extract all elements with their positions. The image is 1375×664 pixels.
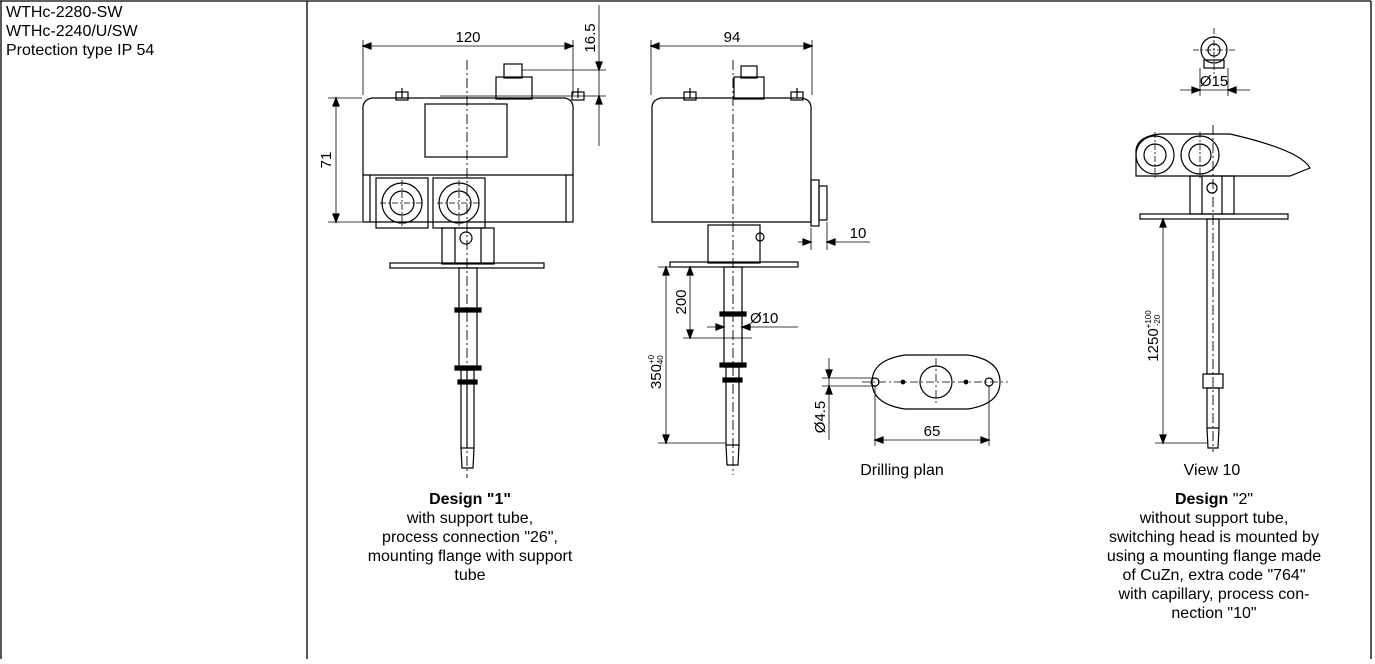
design1-title: Design "1" — [429, 491, 511, 508]
dim-dia-15: Ø15 — [1200, 73, 1228, 90]
design2-title-rest: "2" — [1228, 491, 1254, 508]
design2-line-3: using a mounting flange made — [1106, 548, 1322, 565]
dim-94: 94 — [724, 29, 741, 46]
product-line-1: WTHc-2280-SW — [6, 4, 123, 21]
dim-71: 71 — [318, 152, 335, 169]
dim-10: 10 — [850, 225, 867, 242]
dim-65: 65 — [924, 423, 941, 440]
dim-350: 350+0-40 — [647, 354, 665, 389]
dim-200: 200 — [673, 289, 690, 314]
design2-caption: Design "2" without support tube, switchi… — [1076, 490, 1352, 623]
dim-350-value: 350 — [648, 364, 665, 389]
product-line-3: Protection type IP 54 — [6, 42, 155, 59]
design1-line-2: process connection "26", — [382, 529, 558, 546]
design1-side-view — [649, 40, 870, 475]
dim-1250-tol-lower: -20 — [1153, 314, 1162, 326]
design2-line-6: nection "10" — [1171, 605, 1257, 622]
design1-line-3: mounting flange with support — [367, 548, 573, 565]
design1-line-4: tube — [454, 567, 486, 584]
dimension-labels: 120 16.5 71 94 10 200 Ø10 350+0-40 Ø4.5 … — [318, 23, 1228, 440]
design2-line-1: without support tube, — [1139, 510, 1289, 527]
design2-title-bold: Design — [1174, 491, 1229, 508]
design2-line-4: of CuZn, extra code "764" — [1122, 567, 1306, 584]
dim-dia-10: Ø10 — [750, 310, 778, 327]
design1-front-view — [328, 5, 606, 478]
dim-16-5: 16.5 — [582, 23, 599, 52]
dim-dia-4-5: Ø4.5 — [812, 401, 829, 434]
dim-1250: 1250+100-20 — [1144, 310, 1162, 362]
product-designation: WTHc-2280-SW WTHc-2240/U/SW Protection t… — [6, 3, 154, 60]
dim-1250-value: 1250 — [1145, 328, 1162, 361]
design2-line-5: with capillary, process con- — [1118, 586, 1310, 603]
drilling-plan-drawing — [822, 354, 1008, 446]
design1-line-1: with support tube, — [406, 510, 534, 527]
design2-line-2: switching head is mounted by — [1109, 529, 1319, 546]
dim-350-tol-lower: -40 — [656, 355, 665, 367]
drilling-plan-label: Drilling plan — [860, 462, 944, 479]
design2-view10-drawing — [1135, 28, 1311, 452]
product-line-2: WTHc-2240/U/SW — [6, 23, 138, 40]
dim-1250-tol-upper: +100 — [1144, 310, 1153, 329]
design1-caption: Design "1" with support tube, process co… — [360, 490, 580, 585]
view-10-label: View 10 — [1184, 462, 1241, 479]
dim-120: 120 — [455, 29, 480, 46]
dim-350-tol-upper: +0 — [647, 354, 656, 364]
